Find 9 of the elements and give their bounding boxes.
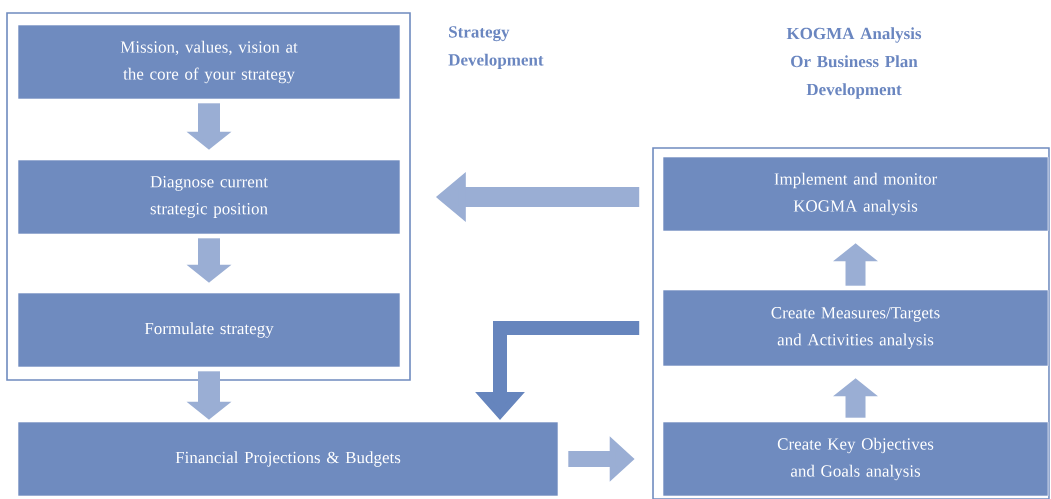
section-heading: Strategy Development: [448, 26, 544, 70]
process-box: Financial Projections & Budgets: [17, 421, 559, 497]
process-box: Implement and monitor KOGMA analysis: [662, 156, 1049, 232]
process-box: Diagnose current strategic position: [17, 159, 401, 235]
process-box: Create Measures/Targets and Activities analysis: [662, 289, 1049, 367]
process-box: Create Key Objectives and Goals analysis: [662, 421, 1049, 497]
section-heading: KOGMA Analysis Or Business Plan Development: [786, 27, 922, 99]
process-box: Formulate strategy: [17, 292, 401, 368]
process-box: Mission, values, vision at the core of your strategy: [17, 24, 401, 100]
